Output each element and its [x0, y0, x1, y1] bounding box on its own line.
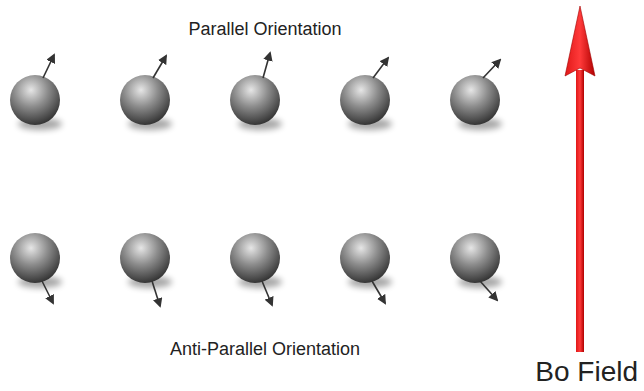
- proton-sphere: [120, 233, 172, 288]
- parallel-spins: [10, 53, 502, 130]
- spin-arrow: [43, 55, 54, 78]
- proton-sphere: [10, 233, 62, 288]
- spin-arrow: [373, 58, 388, 78]
- proton-sphere: [120, 75, 172, 130]
- anti-parallel-spins: [10, 233, 502, 306]
- proton-sphere: [450, 75, 502, 130]
- orientation-label: Anti-Parallel Orientation: [170, 340, 360, 360]
- field-arrow-shaft: [576, 70, 584, 352]
- proton-sphere: [340, 75, 392, 130]
- spin-arrow: [153, 56, 166, 78]
- field-label: Bo Field: [535, 357, 638, 388]
- proton-sphere: [230, 233, 282, 288]
- field-arrow-head: [565, 6, 595, 76]
- spin-arrow: [262, 281, 272, 305]
- field-arrow: [565, 6, 595, 352]
- spin-arrow: [42, 281, 53, 303]
- proton-sphere: [340, 233, 392, 288]
- spin-arrow: [372, 281, 385, 303]
- orientation-label: Parallel Orientation: [188, 20, 341, 40]
- spin-arrow: [263, 53, 270, 78]
- proton-sphere: [10, 75, 62, 130]
- spin-arrow: [483, 60, 500, 78]
- proton-sphere: [230, 75, 282, 130]
- proton-sphere: [450, 233, 502, 288]
- spin-arrow: [480, 281, 497, 300]
- spin-arrow: [152, 281, 160, 306]
